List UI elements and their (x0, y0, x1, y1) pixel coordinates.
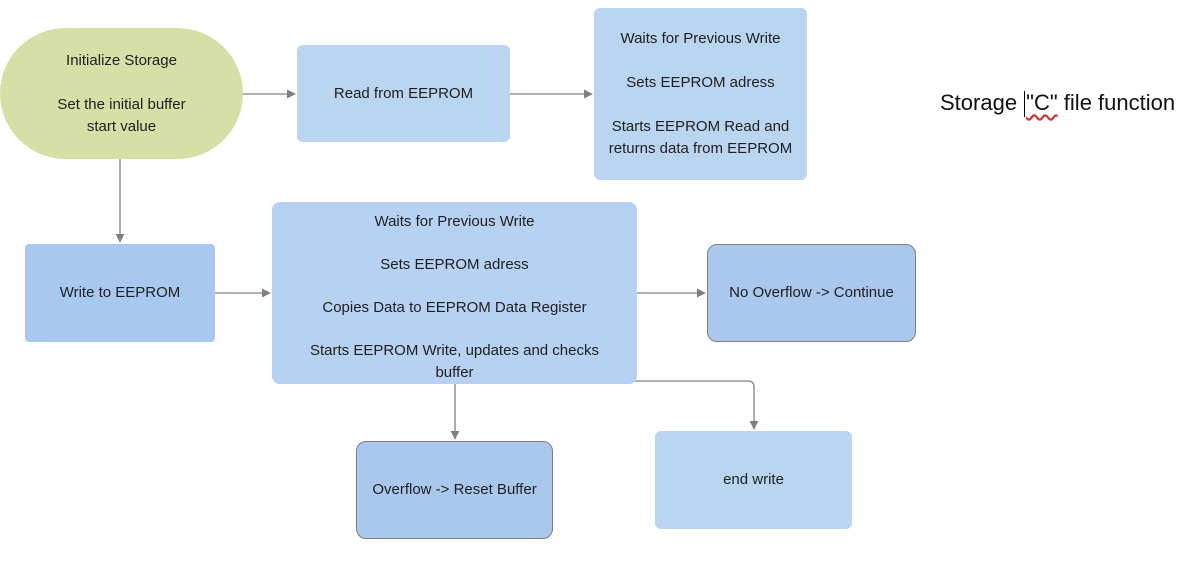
node-label: No Overflow -> Continue (729, 284, 894, 301)
node-label: end write (723, 471, 784, 488)
node-line: Copies Data to EEPROM Data Register (322, 299, 587, 316)
arrow-detail-to-endwrite (633, 380, 759, 430)
node-line: Set the initial buffer (57, 95, 186, 113)
initialize-storage-node: Initialize Storage Set the initial buffe… (0, 28, 243, 159)
text-cursor (1024, 91, 1026, 118)
node-label: Write to EEPROM (59, 284, 181, 301)
node-label: Read from EEPROM (333, 84, 474, 102)
read-from-eeprom-node: Read from EEPROM (297, 45, 510, 142)
read-detail-node: Waits for Previous Write Sets EEPROM adr… (594, 8, 807, 180)
node-label: Overflow -> Reset Buffer (372, 481, 537, 498)
write-detail-node: Waits for Previous Write Sets EEPROM adr… (272, 202, 637, 384)
node-line: Initialize Storage (66, 51, 177, 69)
title-quoted: "C" (1026, 90, 1058, 115)
no-overflow-node: No Overflow -> Continue (707, 244, 916, 342)
diagram-title: Storage "C" file function (940, 88, 1175, 118)
title-prefix: Storage (940, 90, 1024, 115)
node-line: returns data from EEPROM (608, 140, 793, 157)
overflow-reset-node: Overflow -> Reset Buffer (356, 441, 553, 539)
node-line: Sets EEPROM adress (626, 74, 775, 91)
node-line: Waits for Previous Write (374, 213, 535, 230)
node-line: Sets EEPROM adress (380, 256, 529, 273)
node-line: Waits for Previous Write (620, 30, 781, 47)
node-line: start value (86, 117, 157, 135)
title-suffix: file function (1057, 90, 1176, 115)
write-to-eeprom-node: Write to EEPROM (25, 244, 215, 342)
node-line: buffer (435, 364, 474, 381)
node-line: Starts EEPROM Read and (611, 118, 790, 135)
node-line: Starts EEPROM Write, updates and checks (309, 342, 599, 359)
end-write-node: end write (655, 431, 852, 529)
